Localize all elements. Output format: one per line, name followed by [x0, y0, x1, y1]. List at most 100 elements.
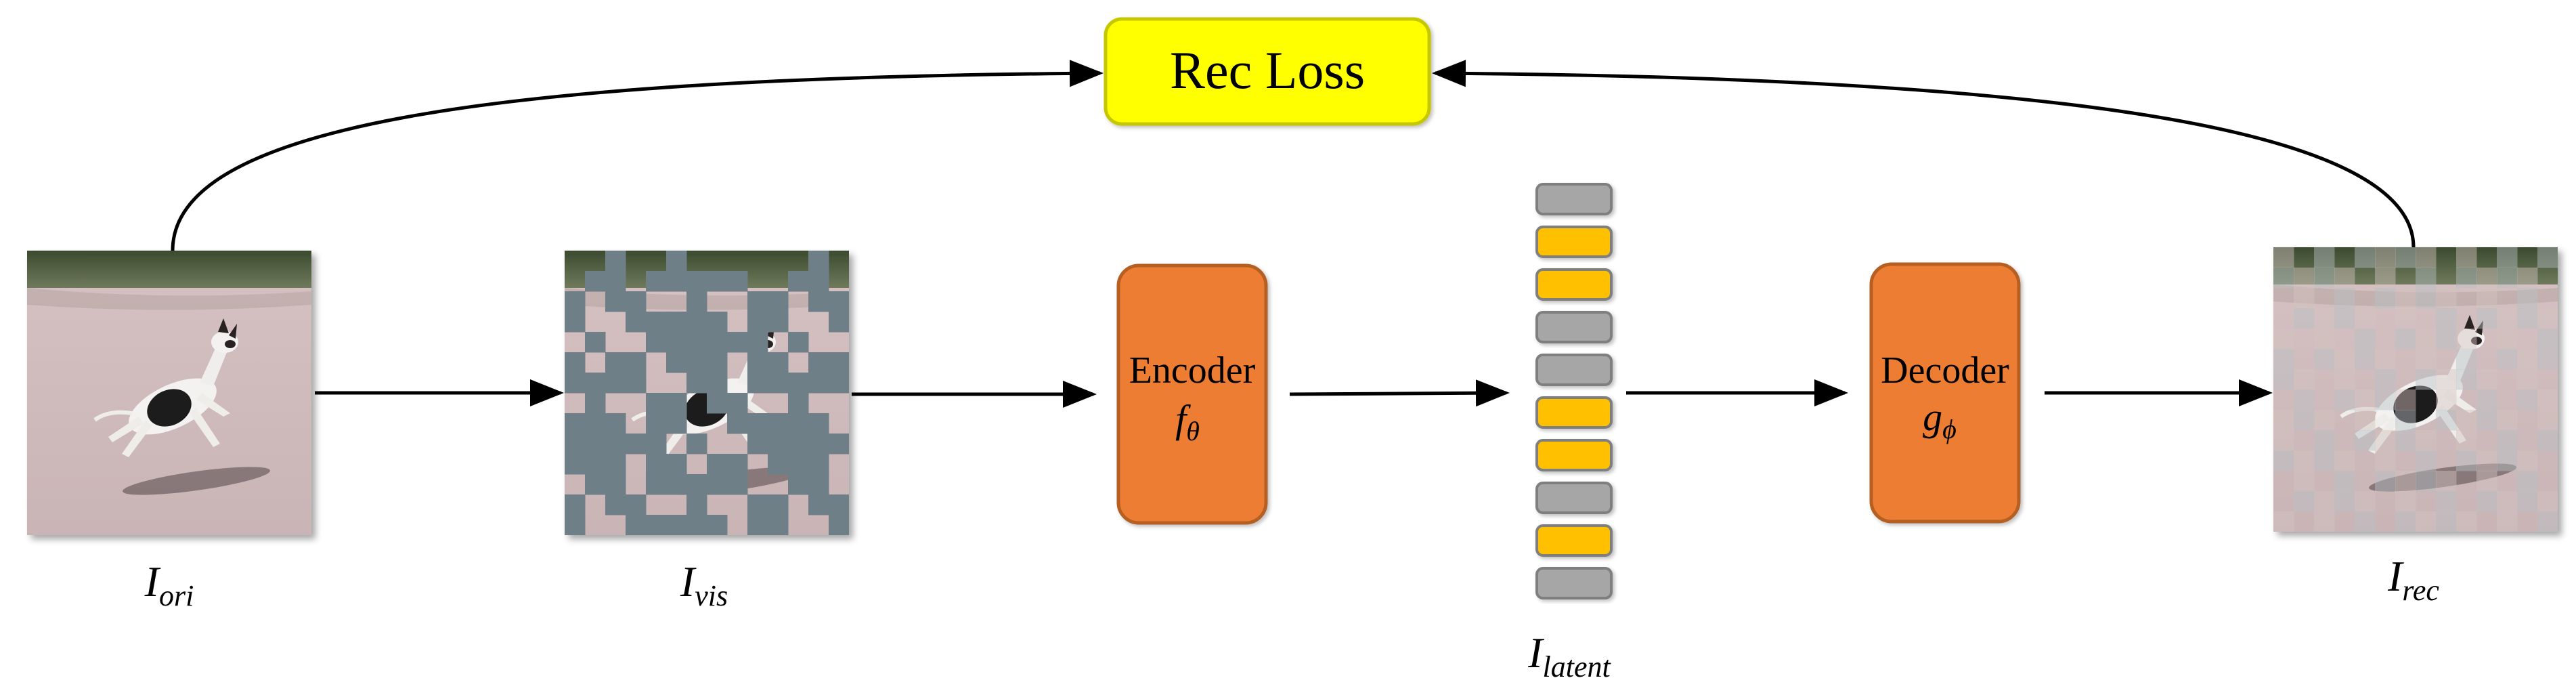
mask-patch: [788, 454, 809, 475]
reconstructed-patch: [2355, 349, 2376, 370]
mask-patch: [808, 373, 829, 394]
mask-patch: [666, 312, 687, 333]
mask-patch: [707, 515, 728, 535]
mask-patch: [626, 352, 647, 373]
reconstructed-patch: [2395, 410, 2416, 431]
reconstructed-patch: [2294, 308, 2315, 329]
reconstructed-patch: [2294, 369, 2315, 390]
mask-patch: [605, 413, 626, 434]
reconstructed-patch: [2517, 308, 2538, 329]
mask-patch: [565, 352, 586, 373]
latent-token-stack: [1535, 183, 1613, 599]
mask-patch: [747, 434, 768, 455]
reconstructed-patch: [2497, 450, 2518, 471]
mask-patch: [768, 312, 789, 333]
reconstructed-patch: [2497, 430, 2518, 451]
mask-patch: [666, 474, 687, 495]
mask-patch: [707, 312, 728, 333]
reconstructed-patch: [2456, 247, 2477, 268]
reconstructed-patch: [2314, 308, 2335, 329]
visible-image-label: Ivis: [680, 557, 728, 612]
reconstructed-patch: [2537, 389, 2558, 410]
reconstructed-patch: [2273, 430, 2294, 451]
mask-patch: [666, 393, 687, 414]
mask-patch: [686, 474, 707, 495]
reconstructed-patch: [2314, 491, 2335, 512]
reconstruction-blur-overlay: [2273, 247, 2558, 532]
latent-token-yellow: [1535, 439, 1613, 471]
reconstructed-patch: [2456, 450, 2477, 471]
reconstructed-patch: [2334, 369, 2355, 390]
reconstructed-patch: [2294, 288, 2315, 309]
reconstructed-patch: [2436, 491, 2457, 512]
reconstructed-patch: [2517, 268, 2538, 289]
reconstructed-patch: [2375, 247, 2396, 268]
reconstructed-patch: [2334, 349, 2355, 370]
reconstructed-patch: [2416, 471, 2437, 492]
reconstructed-patch: [2334, 471, 2355, 492]
reconstructed-patch: [2497, 329, 2518, 350]
reconstructed-patch: [2476, 450, 2497, 471]
reconstructed-patch: [2273, 410, 2294, 431]
reconstructed-patch: [2456, 410, 2477, 431]
reconstructed-patch: [2355, 389, 2376, 410]
reconstructed-patch: [2497, 247, 2518, 268]
mask-patch: [585, 413, 606, 434]
latent-token-gray: [1535, 354, 1613, 386]
reconstructed-patch: [2314, 268, 2335, 289]
latent-token-gray: [1535, 567, 1613, 599]
mask-patch: [626, 494, 647, 515]
mask-patch: [605, 251, 626, 272]
latent-label: Ilatent: [1527, 629, 1611, 683]
mask-patch: [666, 251, 687, 272]
reconstructed-patch: [2294, 389, 2315, 410]
reconstructed-patch: [2476, 471, 2497, 492]
reconstructed-patch: [2314, 430, 2335, 451]
mask-patch: [686, 352, 707, 373]
mask-patch: [808, 474, 829, 495]
mask-patch: [585, 454, 606, 475]
encoder-label: Encoder: [1129, 350, 1256, 392]
mask-patch: [666, 515, 687, 535]
mask-patch: [626, 291, 647, 312]
reconstructed-patch: [2334, 308, 2355, 329]
reconstructed-patch: [2355, 511, 2376, 532]
latent-token-yellow: [1535, 524, 1613, 557]
mask-patch: [626, 312, 647, 333]
rec-loss-box: Rec Loss: [1104, 17, 1431, 126]
reconstructed-patch: [2416, 349, 2437, 370]
mask-patch: [646, 434, 667, 455]
reconstructed-patch: [2537, 491, 2558, 512]
reconstructed-patch: [2497, 410, 2518, 431]
reconstructed-patch: [2294, 471, 2315, 492]
mask-patch: [565, 434, 586, 455]
reconstructed-patch: [2273, 329, 2294, 350]
mask-patch: [727, 454, 748, 475]
reconstructed-patch: [2294, 410, 2315, 431]
mask-patches: [565, 251, 849, 535]
mask-patch: [686, 373, 707, 394]
reconstructed-patch: [2517, 389, 2538, 410]
reconstructed-patch: [2395, 430, 2416, 451]
mask-patch: [727, 393, 748, 414]
mask-patch: [646, 515, 667, 535]
reconstructed-patch: [2395, 471, 2416, 492]
mask-patch: [768, 494, 789, 515]
latent-token-gray: [1535, 311, 1613, 343]
mask-patch: [605, 474, 626, 495]
mask-patch: [686, 515, 707, 535]
reconstructed-patch: [2375, 389, 2396, 410]
reconstructed-patch: [2416, 288, 2437, 309]
reconstructed-patch: [2537, 308, 2558, 329]
reconstructed-patch: [2436, 511, 2457, 532]
mask-patch: [768, 413, 789, 434]
reconstructed-patch: [2537, 247, 2558, 268]
mask-patch: [829, 312, 849, 333]
reconstructed-patch: [2395, 511, 2416, 532]
reconstructed-patch: [2294, 268, 2315, 289]
mask-patch: [707, 373, 728, 394]
latent-token-gray: [1535, 482, 1613, 514]
mask-patch: [747, 291, 768, 312]
decoder-label: Decoder: [1881, 350, 2009, 392]
mask-patch: [747, 312, 768, 333]
